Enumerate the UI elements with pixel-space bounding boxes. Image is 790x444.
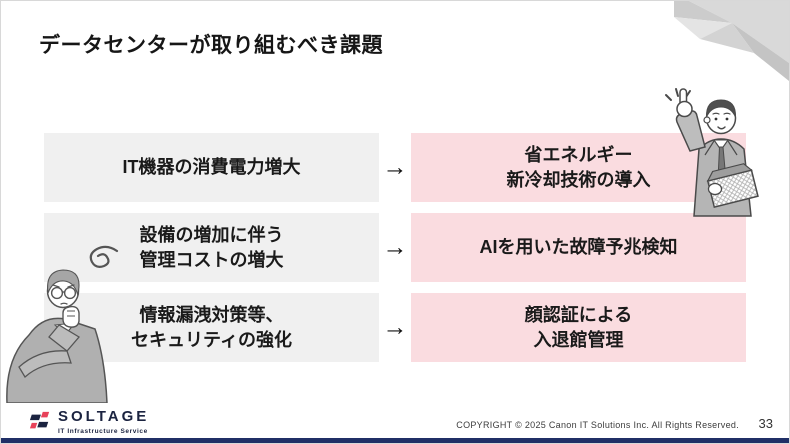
page-title: データセンターが取り組むべき課題	[39, 34, 383, 57]
page-number: 33	[758, 416, 773, 431]
logo-name: SOLTAGE	[58, 408, 150, 425]
soltage-logo-icon	[29, 411, 50, 429]
arrow-icon: →	[382, 233, 408, 261]
pointing-businessman-illustration	[665, 88, 759, 217]
thinking-businessman-illustration	[6, 269, 108, 403]
solution-box-2: AIを用いた故障予兆検知	[411, 213, 746, 282]
soltage-logo: SOLTAGE IT Infrastructure Service	[29, 408, 150, 435]
arrow-icon: →	[382, 153, 408, 181]
logo-tagline: IT Infrastructure Service	[58, 427, 148, 435]
corner-polygon-decoration	[674, 1, 789, 81]
solution-box-3: 顔認証による 入退館管理	[411, 293, 746, 362]
arrow-icon: →	[382, 313, 408, 341]
challenge-box-3: 情報漏洩対策等、 セキュリティの強化	[44, 293, 379, 362]
challenge-box-1: IT機器の消費電力増大	[44, 133, 379, 202]
confusion-swirl-icon	[89, 245, 119, 268]
bottom-bar	[1, 438, 789, 443]
copyright-text: COPYRIGHT © 2025 Canon IT Solutions Inc.…	[456, 420, 739, 430]
